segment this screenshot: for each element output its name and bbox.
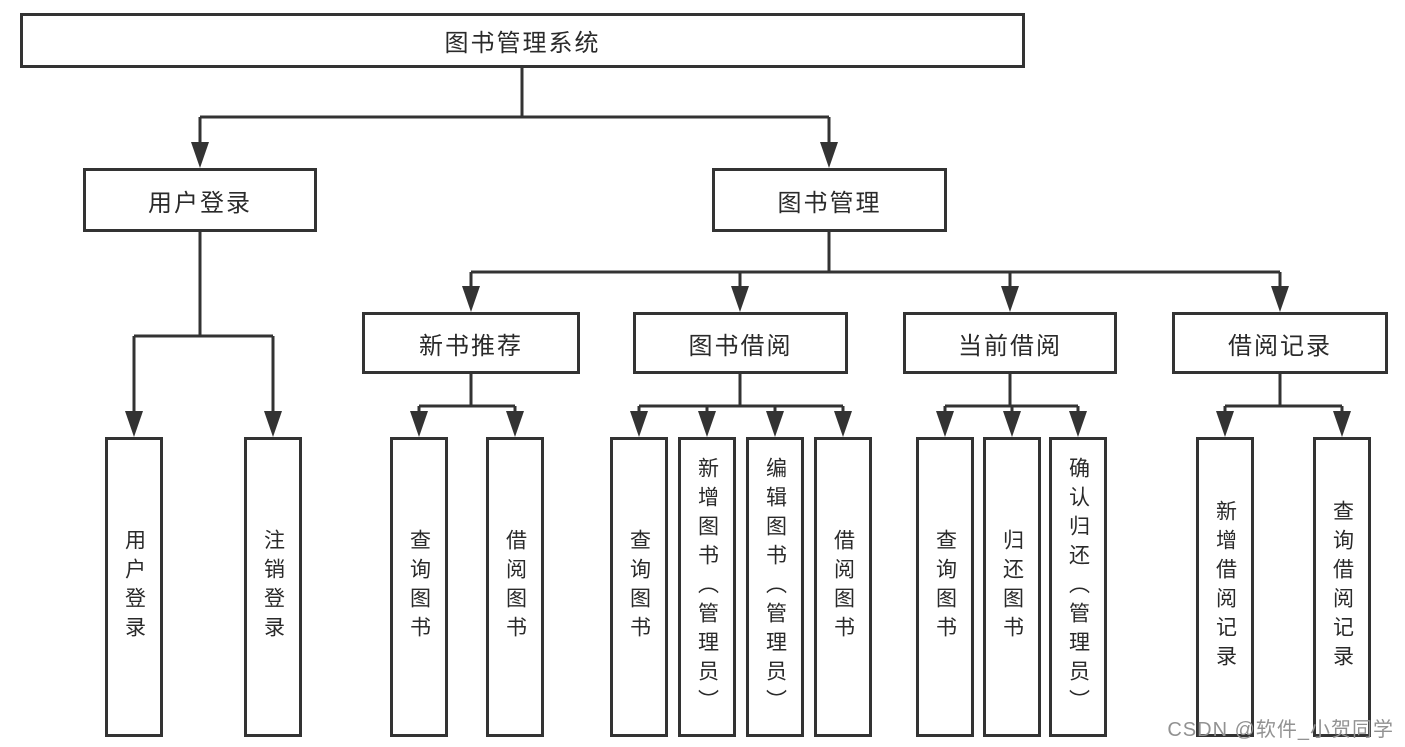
arrowhead-icon: [731, 286, 749, 312]
arrowhead-icon: [698, 411, 716, 437]
node-book-management: 图书管理: [712, 168, 947, 232]
arrowhead-icon: [1069, 411, 1087, 437]
leaf-borrow-books-recommend: 借阅图书: [486, 437, 544, 737]
node-borrow-record: 借阅记录: [1172, 312, 1388, 374]
node-new-book-recommend: 新书推荐: [362, 312, 580, 374]
arrowhead-icon: [1216, 411, 1234, 437]
arrowhead-icon: [766, 411, 784, 437]
leaf-logout: 注销登录: [244, 437, 302, 737]
arrowhead-icon: [125, 411, 143, 437]
node-current-borrow: 当前借阅: [903, 312, 1117, 374]
leaf-query-books-current: 查询图书: [916, 437, 974, 737]
leaf-query-books-recommend: 查询图书: [390, 437, 448, 737]
leaf-query-books-borrow: 查询图书: [610, 437, 668, 737]
connector-current-borrow-group: [943, 374, 1080, 415]
leaf-user-login: 用户登录: [105, 437, 163, 737]
connector-book-borrow-group: [637, 374, 845, 415]
leaf-return-books: 归还图书: [983, 437, 1041, 737]
arrowhead-icon: [462, 286, 480, 312]
node-library-management-system: 图书管理系统: [20, 13, 1025, 68]
connector-new-book-group: [417, 374, 517, 415]
leaf-confirm-return-admin: 确认归还（管理员）: [1049, 437, 1107, 737]
arrowhead-icon: [264, 411, 282, 437]
leaf-add-book-admin: 新增图书（管理员）: [678, 437, 736, 737]
leaf-add-borrow-record: 新增借阅记录: [1196, 437, 1254, 737]
connector-book-management-group: [469, 232, 1282, 290]
arrowhead-icon: [1271, 286, 1289, 312]
leaf-query-borrow-record: 查询借阅记录: [1313, 437, 1371, 737]
arrowhead-icon: [630, 411, 648, 437]
csdn-watermark: CSDN @软件_小贺同学: [1167, 719, 1394, 741]
leaf-borrow-books: 借阅图书: [814, 437, 872, 737]
arrowhead-icon: [834, 411, 852, 437]
node-book-borrow: 图书借阅: [633, 312, 848, 374]
connector-root: [198, 68, 831, 146]
node-user-login: 用户登录: [83, 168, 317, 232]
leaf-edit-book-admin: 编辑图书（管理员）: [746, 437, 804, 737]
arrowhead-icon: [936, 411, 954, 437]
arrowhead-icon: [820, 142, 838, 168]
arrowhead-icon: [1003, 411, 1021, 437]
arrowhead-icon: [506, 411, 524, 437]
connector-borrow-record-group: [1223, 374, 1344, 415]
arrowhead-icon: [1333, 411, 1351, 437]
arrowhead-icon: [410, 411, 428, 437]
arrowheads: [125, 142, 1351, 437]
arrowhead-icon: [1001, 286, 1019, 312]
connector-user-login-group: [132, 232, 275, 415]
arrowhead-icon: [191, 142, 209, 168]
